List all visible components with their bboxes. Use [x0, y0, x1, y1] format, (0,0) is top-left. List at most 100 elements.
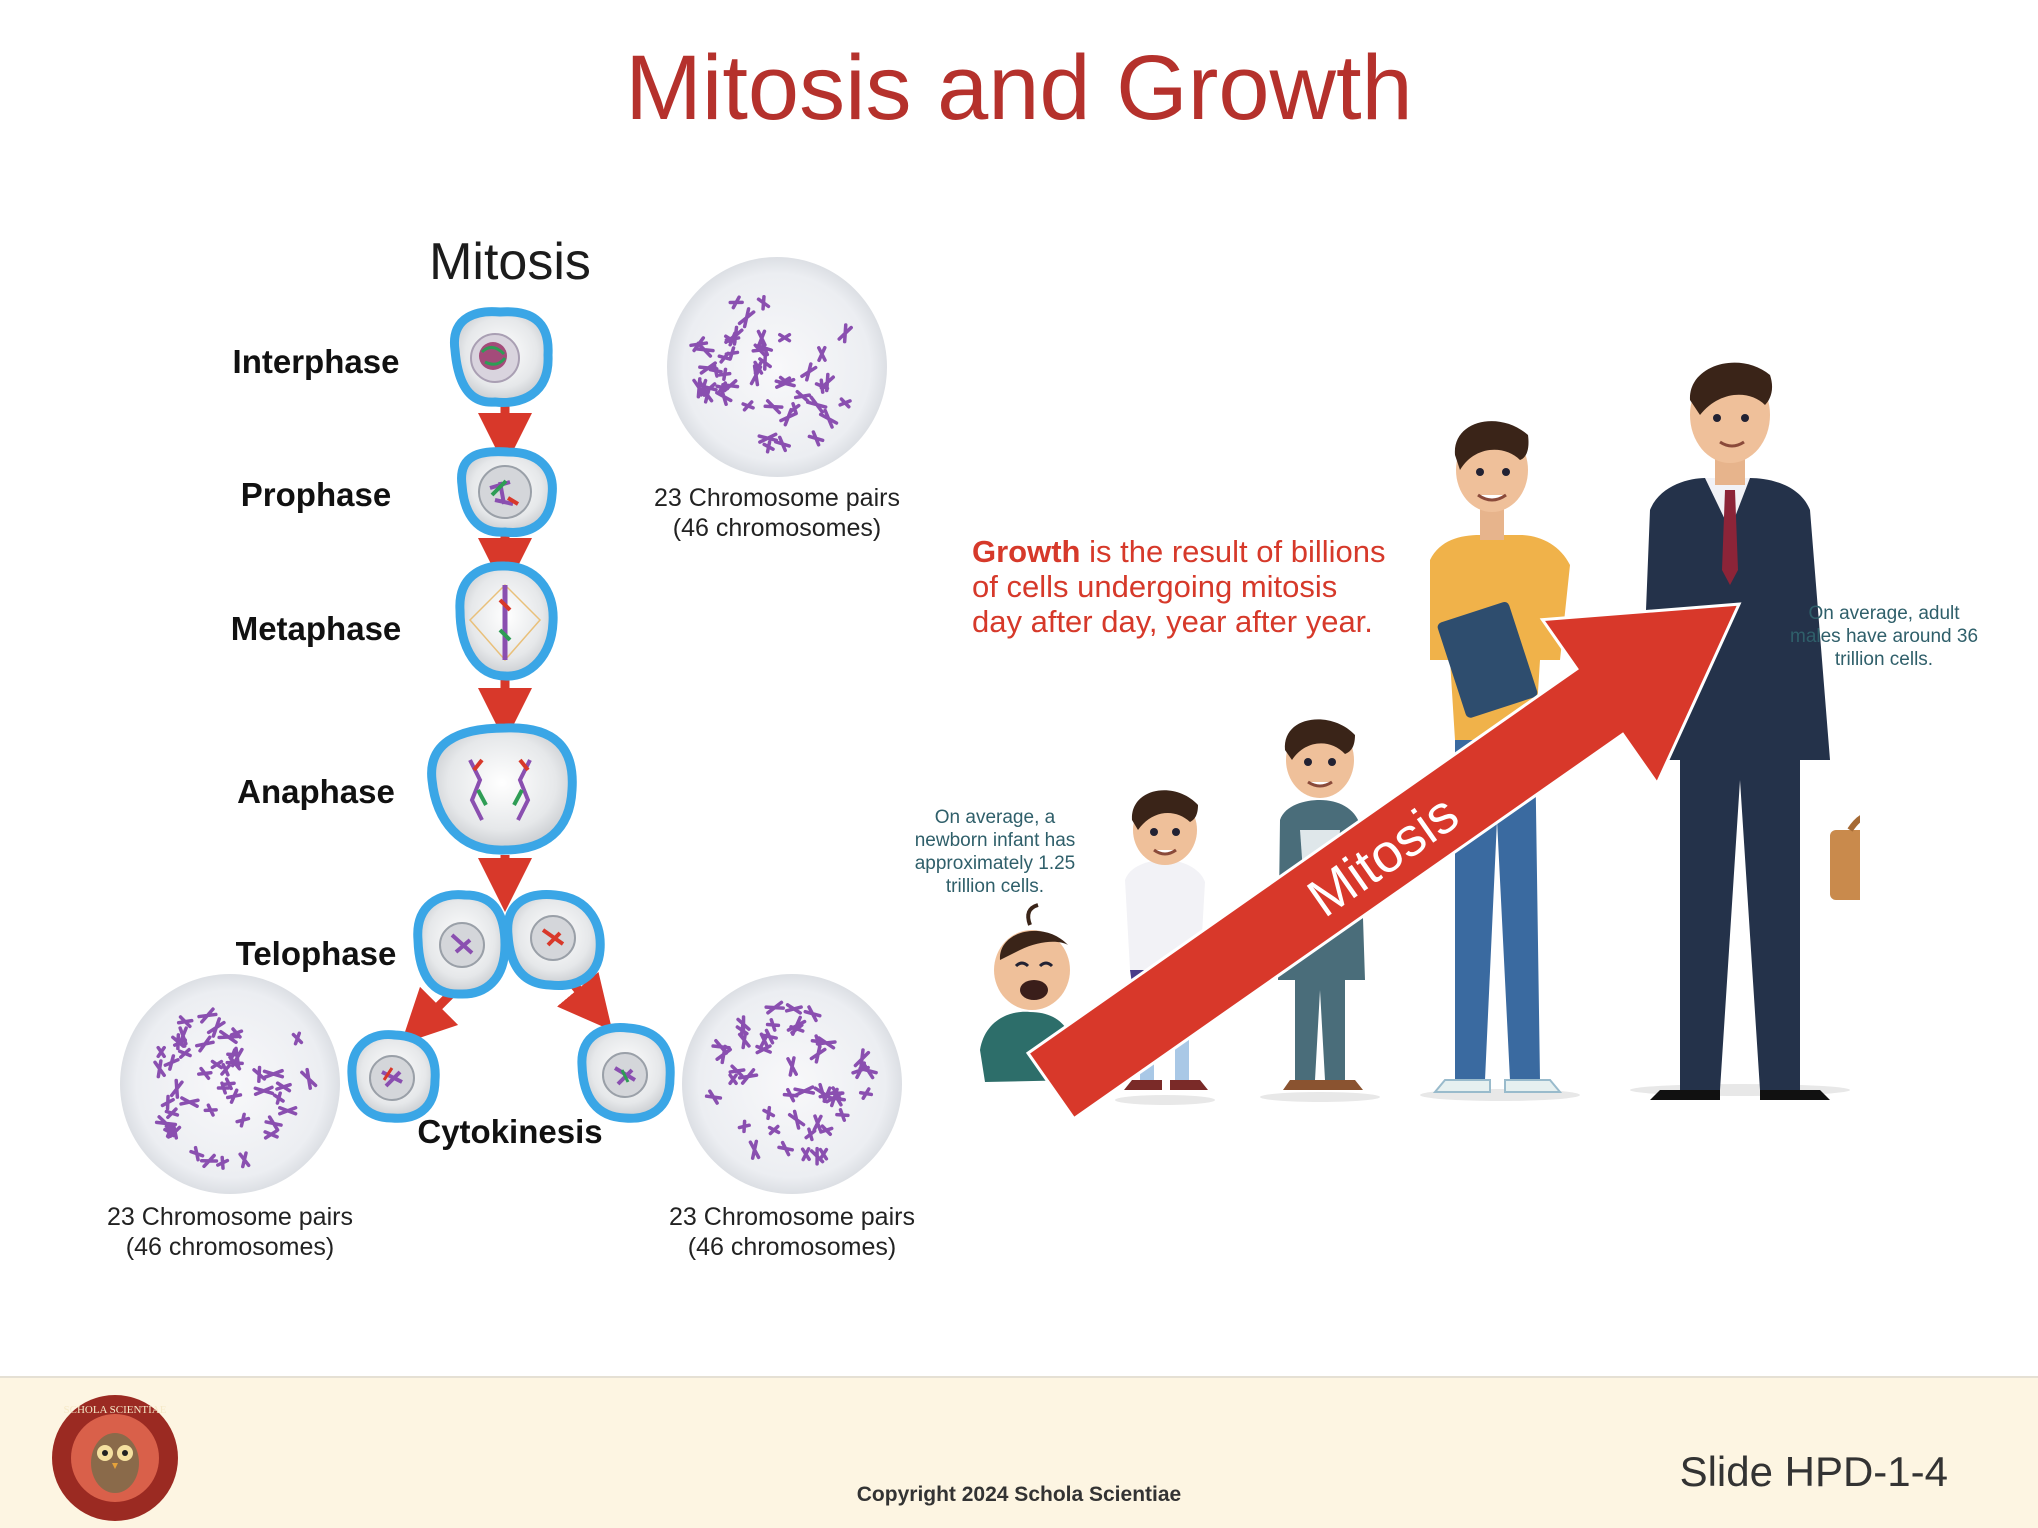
growth-description: is the result of billions of cells under…	[972, 534, 1386, 639]
cell-daughter-left	[347, 1030, 440, 1123]
chromosome	[704, 1089, 723, 1105]
chromosome	[793, 389, 812, 403]
chromosome	[199, 1153, 219, 1169]
chromosome	[156, 1045, 166, 1059]
chromosome	[203, 1103, 218, 1117]
chromosome	[206, 1017, 226, 1038]
chromosome	[774, 377, 796, 389]
chromosome	[715, 387, 733, 406]
label-metaphase: Metaphase	[230, 610, 402, 647]
chromosome	[178, 1026, 188, 1046]
chromosome	[737, 1068, 759, 1085]
growth-keyword: Growth	[972, 534, 1081, 569]
chromosome	[761, 1028, 778, 1045]
cell-metaphase	[455, 561, 558, 681]
chromosome	[160, 1094, 175, 1111]
chromosome	[264, 1115, 283, 1132]
cell-anaphase	[427, 723, 577, 855]
diagram-title: Mitosis	[429, 233, 591, 291]
chromosome	[153, 1059, 166, 1079]
cell-daughter-right	[577, 1023, 675, 1123]
chromosome	[177, 1047, 192, 1059]
chromosome	[774, 435, 791, 453]
chromosome	[764, 1000, 785, 1015]
chromosome	[803, 1005, 822, 1023]
chromosome	[235, 1112, 251, 1128]
chromosome	[701, 382, 718, 395]
chromosome	[804, 1127, 817, 1142]
chromosome	[851, 1061, 870, 1080]
karyotype-caption-top: 23 Chromosome pairs (46 chromosomes)	[654, 484, 900, 542]
cell-prophase	[457, 447, 557, 537]
chromosome	[835, 1108, 850, 1122]
chromosome	[216, 1155, 230, 1170]
chromosome	[217, 1029, 240, 1045]
slide-number: Slide HPD-1-4	[1679, 1448, 1948, 1495]
chromosome-cluster-top	[689, 294, 853, 454]
chromosome	[814, 378, 830, 394]
chromosome	[817, 346, 827, 362]
chromosome	[169, 1078, 184, 1099]
chromosome	[724, 334, 737, 345]
chromosome	[765, 1017, 781, 1032]
chromosome	[195, 1035, 215, 1053]
chromosome	[828, 1091, 847, 1107]
chromosome	[252, 1065, 267, 1084]
chromosome	[737, 1119, 751, 1134]
chromosome	[788, 401, 801, 416]
chromosome	[163, 1054, 180, 1071]
chromosome	[837, 323, 853, 344]
chromosome	[819, 1124, 834, 1137]
chromosome	[786, 1056, 798, 1077]
footer-bar	[0, 1376, 2038, 1528]
chromosome	[717, 367, 732, 382]
chromosome	[756, 329, 767, 347]
chromosome	[793, 1085, 816, 1097]
chromosome	[858, 1087, 874, 1100]
chromosome	[689, 336, 709, 353]
label-anaphase: Anaphase	[237, 773, 395, 810]
karyotype-bottom-left	[120, 974, 340, 1194]
chromosome	[692, 377, 706, 399]
karyotype-caption-left: 23 Chromosome pairs (46 chromosomes)	[107, 1203, 353, 1261]
chromosome	[787, 1109, 806, 1130]
chromosome	[809, 1044, 827, 1064]
chromosome	[238, 1151, 251, 1169]
chromosome	[838, 397, 852, 409]
label-cytokinesis: Cytokinesis	[417, 1113, 603, 1150]
chromosome	[778, 375, 792, 386]
mitosis-diagram	[120, 257, 902, 1194]
chromosome	[763, 399, 784, 415]
chromosome	[275, 1081, 292, 1093]
chromosome	[778, 332, 792, 343]
chromosome	[777, 1140, 794, 1157]
chromosome-cluster-right	[704, 1000, 878, 1166]
chromosome	[197, 1066, 213, 1080]
chromosome	[762, 440, 775, 454]
chromosome	[164, 1107, 180, 1120]
chromosome	[210, 1059, 224, 1070]
chromosome	[748, 1139, 761, 1160]
chromosome	[741, 400, 755, 412]
chromosome	[784, 1003, 803, 1015]
label-telophase: Telophase	[235, 935, 397, 972]
chromosome	[805, 395, 828, 414]
chromosome	[853, 1048, 871, 1070]
growth-statement: Growth is the result of billions of cell…	[972, 534, 1392, 639]
teen-figure	[1420, 421, 1580, 1101]
chromosome	[737, 307, 756, 329]
chromosome	[721, 379, 740, 393]
karyotype-caption-right: 23 Chromosome pairs (46 chromosomes)	[669, 1203, 915, 1261]
chromosome	[300, 1067, 318, 1090]
chromosome	[809, 1146, 825, 1166]
chromosome	[220, 1063, 231, 1077]
chromosome	[179, 1096, 200, 1108]
karyotype-top	[667, 257, 887, 477]
label-prophase: Prophase	[240, 476, 392, 513]
chromosome	[728, 1073, 738, 1086]
chromosome	[197, 1007, 218, 1024]
chromosome	[756, 294, 771, 311]
chromosome	[263, 1129, 279, 1140]
chromosome	[800, 1147, 811, 1162]
chromosome	[828, 1086, 845, 1101]
